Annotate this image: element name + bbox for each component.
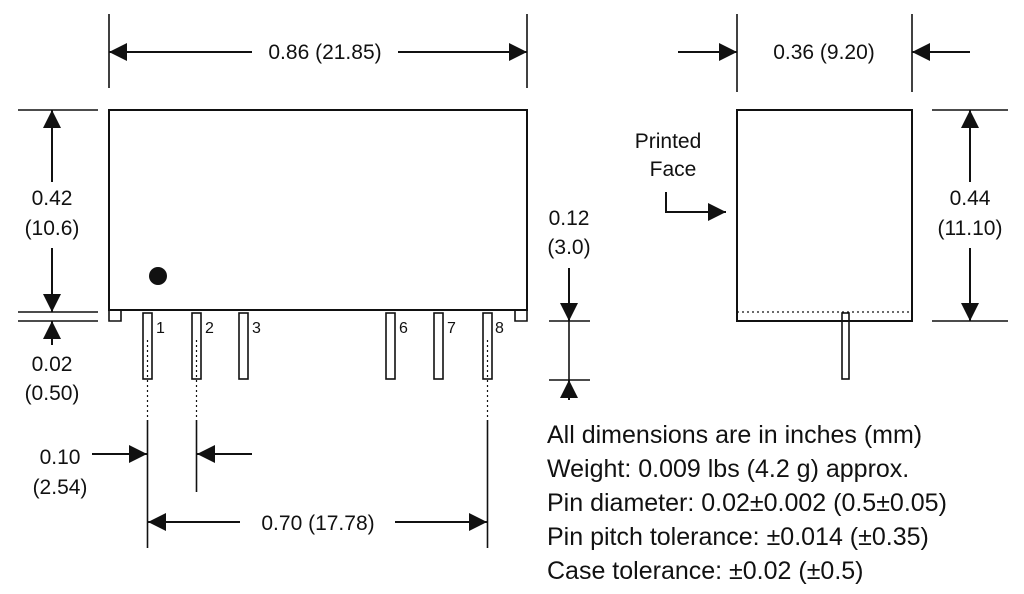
label-pin-length-in: 0.12 <box>549 207 590 230</box>
dim-overall-width <box>108 14 528 88</box>
side-body <box>736 109 913 322</box>
pin1-marker-dot <box>149 267 167 285</box>
dim-body-height <box>18 109 98 313</box>
dim-side-height <box>932 109 1008 322</box>
note-pitch-tolerance: Pin pitch tolerance: ±0.014 (±0.35) <box>547 523 929 551</box>
side-pin <box>841 312 850 380</box>
dim-pin-span <box>148 420 489 548</box>
pin-label-1: 1 <box>156 320 165 337</box>
package-body <box>108 109 528 311</box>
pin-2 <box>191 312 202 380</box>
pin-label-3: 3 <box>252 320 261 337</box>
label-standoff-in: 0.02 <box>32 353 73 376</box>
pin-label-6: 6 <box>399 320 408 337</box>
label-pin-span: 0.70 (17.78) <box>261 512 374 535</box>
pins <box>142 312 493 420</box>
note-pin-diameter: Pin diameter: 0.02±0.002 (0.5±0.05) <box>547 489 947 517</box>
label-overall-width: 0.86 (21.85) <box>268 41 381 64</box>
label-pitch-in: 0.10 <box>40 446 81 469</box>
note-units: All dimensions are in inches (mm) <box>547 421 922 449</box>
label-body-height-mm: (10.6) <box>25 217 80 240</box>
dim-side-width <box>678 14 970 92</box>
label-pin-length-mm: (3.0) <box>547 236 590 259</box>
dim-pin-length <box>549 268 590 400</box>
dim-pitch <box>92 420 252 548</box>
pin-1 <box>142 312 153 380</box>
pin-3 <box>238 312 249 380</box>
pin-7 <box>433 312 444 380</box>
note-weight: Weight: 0.009 lbs (4.2 g) approx. <box>547 455 909 483</box>
pin-numbers: 1 2 3 6 7 8 <box>156 320 504 337</box>
pin-label-2: 2 <box>205 320 214 337</box>
label-printed: Printed <box>635 130 702 153</box>
label-standoff-mm: (0.50) <box>25 382 80 405</box>
standoff-feet <box>108 310 528 322</box>
pin-label-8: 8 <box>495 320 504 337</box>
label-side-width: 0.36 (9.20) <box>773 41 875 64</box>
pin-label-7: 7 <box>447 320 456 337</box>
front-view <box>18 14 590 548</box>
label-side-height-mm: (11.10) <box>938 217 1003 240</box>
pin-6 <box>385 312 396 380</box>
side-view <box>665 14 1008 380</box>
dim-standoff <box>18 320 98 345</box>
printed-face-arrow <box>665 192 726 221</box>
label-face: Face <box>650 158 697 181</box>
note-case-tolerance: Case tolerance: ±0.02 (±0.5) <box>547 557 864 585</box>
label-side-height-in: 0.44 <box>950 187 991 210</box>
label-body-height-in: 0.42 <box>32 187 73 210</box>
pin-8 <box>482 312 493 380</box>
notes: All dimensions are in inches (mm) Weight… <box>547 421 947 585</box>
label-pitch-mm: (2.54) <box>33 476 88 499</box>
